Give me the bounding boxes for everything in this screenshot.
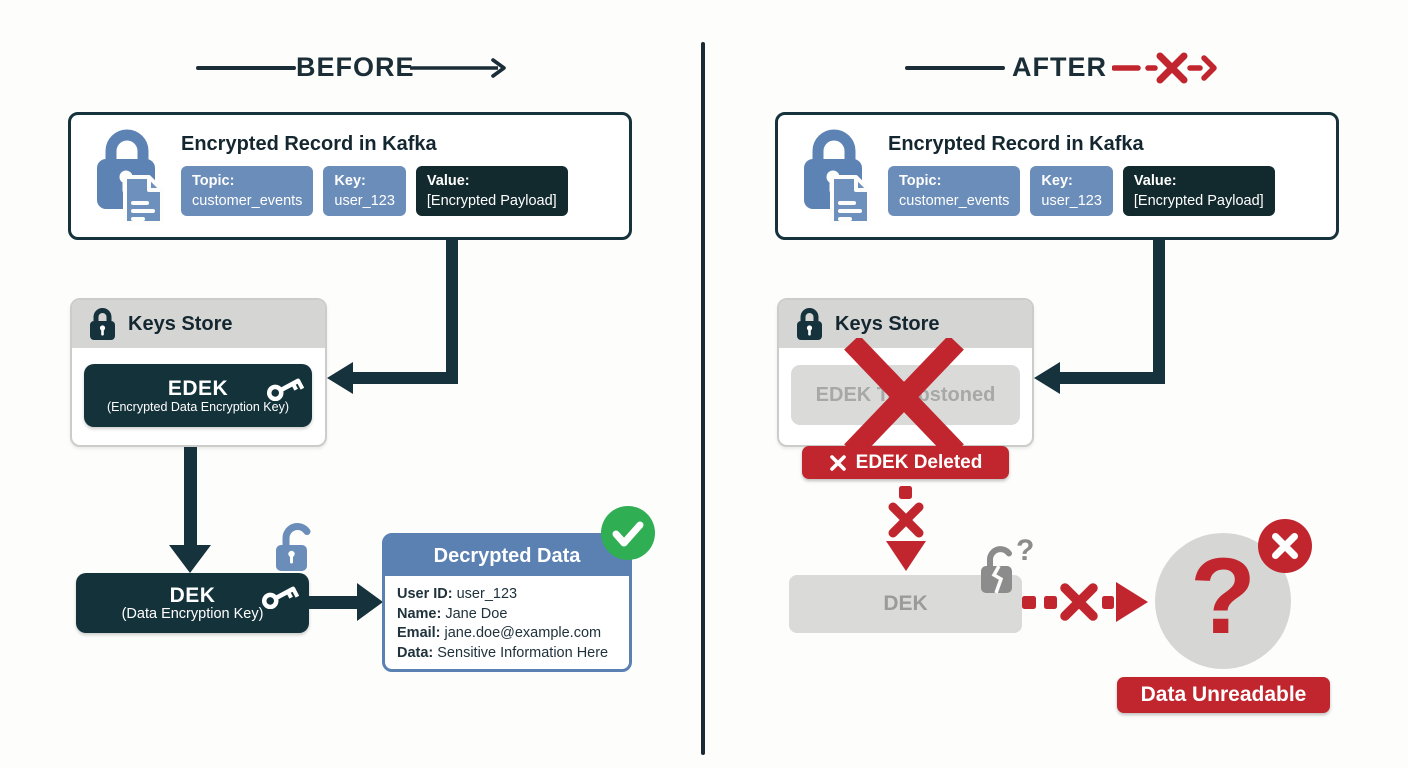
edek-box: EDEK (Encrypted Data Encryption Key) — [84, 364, 312, 427]
chip-value: customer_events — [192, 193, 303, 209]
question-mark-large: ? — [1190, 535, 1256, 656]
data-row: Email:jane.doe@example.com — [397, 624, 629, 644]
data-unreadable-badge: Data Unreadable — [1117, 677, 1330, 713]
topic-chip: Topic: customer_events — [181, 166, 314, 216]
kafka-record-box-after: Encrypted Record in Kafka Topic: custome… — [775, 112, 1339, 240]
red-dash — [1044, 596, 1057, 609]
after-title: AFTER — [1012, 52, 1107, 82]
arrowhead-right — [357, 583, 383, 621]
arrowhead-down — [169, 545, 211, 573]
chip-label: Topic: — [899, 173, 942, 189]
key-icon — [261, 586, 299, 609]
dek-title: DEK — [169, 584, 216, 607]
edek-title: EDEK — [167, 376, 229, 400]
error-x-badge-icon — [1258, 519, 1312, 573]
kafka-chips: Topic: customer_events Key: user_123 Val… — [181, 166, 568, 216]
row-label: Email: — [397, 625, 441, 641]
row-label: Name: — [397, 605, 442, 622]
question-mark-small: ? — [1016, 534, 1035, 567]
row-label: User ID: — [397, 586, 453, 602]
x-icon — [829, 454, 846, 471]
before-title-line — [196, 66, 296, 70]
after-broken-arrow-icon — [1112, 52, 1217, 84]
red-dash — [1022, 596, 1036, 609]
dek-subtitle: (Data Encryption Key) — [121, 606, 264, 622]
arrowhead-left — [327, 362, 353, 394]
chip-label: Value: — [426, 173, 470, 189]
lock-document-icon — [97, 129, 164, 225]
kafka-record-box-before: Encrypted Record in Kafka Topic: custome… — [68, 112, 632, 240]
chip-label: Topic: — [192, 173, 235, 189]
kafka-chips: Topic: customer_events Key: user_123 Val… — [888, 166, 1275, 216]
data-row: Data:Sensitive Information Here — [397, 644, 629, 664]
red-x-icon — [1060, 583, 1098, 621]
keys-store-header: Keys Store — [779, 300, 1032, 348]
chip-value: [Encrypted Payload] — [1133, 193, 1264, 209]
row-value: user_123 — [456, 586, 518, 602]
chip-value: customer_events — [899, 193, 1010, 209]
arrowhead-left — [1034, 362, 1060, 394]
key-chip: Key: user_123 — [1030, 166, 1113, 216]
arrow-segment — [309, 596, 359, 609]
kafka-box-title: Encrypted Record in Kafka — [181, 133, 437, 155]
section-divider — [701, 42, 705, 755]
before-title: BEFORE — [296, 52, 415, 82]
keys-store-title: Keys Store — [128, 312, 233, 335]
topic-chip: Topic: customer_events — [888, 166, 1021, 216]
arrow-segment — [1153, 239, 1165, 384]
chip-label: Value: — [1133, 173, 1177, 189]
chip-value: [Encrypted Payload] — [426, 193, 557, 209]
row-value: jane.doe@example.com — [444, 625, 602, 641]
decrypted-data-box: Decrypted Data User ID:user_123 Name:Jan… — [382, 533, 632, 672]
dek-box: DEK (Data Encryption Key) — [76, 573, 309, 633]
decrypted-data-title: Decrypted Data — [385, 536, 629, 576]
arrow-segment — [446, 239, 458, 384]
lock-icon — [797, 308, 822, 340]
red-dash — [1102, 596, 1114, 609]
chip-label: Key: — [334, 173, 366, 189]
chip-label: Key: — [1041, 173, 1073, 189]
key-icon — [266, 378, 304, 401]
arrow-segment — [351, 372, 458, 384]
chip-value: user_123 — [1041, 193, 1102, 209]
decrypted-data-body: User ID:user_123 Name:Jane Doe Email:jan… — [385, 576, 629, 663]
arrow-segment — [1058, 372, 1165, 384]
keys-store-title: Keys Store — [835, 312, 940, 335]
data-row: Name:Jane Doe — [397, 605, 629, 625]
row-value: Sensitive Information Here — [437, 644, 609, 661]
broken-lock-icon — [981, 546, 1012, 594]
arrow-segment — [184, 447, 197, 546]
after-title-line — [905, 66, 1005, 70]
badge-label: EDEK Deleted — [855, 451, 983, 473]
big-red-x-icon — [844, 338, 964, 456]
kafka-box-title: Encrypted Record in Kafka — [888, 133, 1144, 155]
red-arrowhead-right — [1116, 582, 1148, 622]
chip-value: user_123 — [334, 193, 395, 209]
value-chip: Value: [Encrypted Payload] — [1122, 166, 1275, 216]
row-label: Data: — [397, 644, 434, 661]
value-chip: Value: [Encrypted Payload] — [415, 166, 568, 216]
red-dash — [899, 486, 912, 499]
before-arrow-icon — [410, 58, 506, 78]
lock-icon — [90, 308, 115, 340]
key-chip: Key: user_123 — [323, 166, 406, 216]
lock-document-icon — [804, 129, 871, 225]
edek-subtitle: (Encrypted Data Encryption Key) — [106, 399, 290, 414]
red-x-icon — [888, 502, 924, 538]
data-row: User ID:user_123 — [397, 585, 629, 605]
row-value: Jane Doe — [445, 605, 508, 622]
success-check-icon — [601, 506, 655, 560]
unlocked-padlock-icon — [276, 523, 311, 571]
red-arrowhead-down — [886, 541, 926, 571]
edek-deleted-badge: EDEK Deleted — [802, 446, 1009, 479]
keys-store-header: Keys Store — [72, 300, 325, 348]
